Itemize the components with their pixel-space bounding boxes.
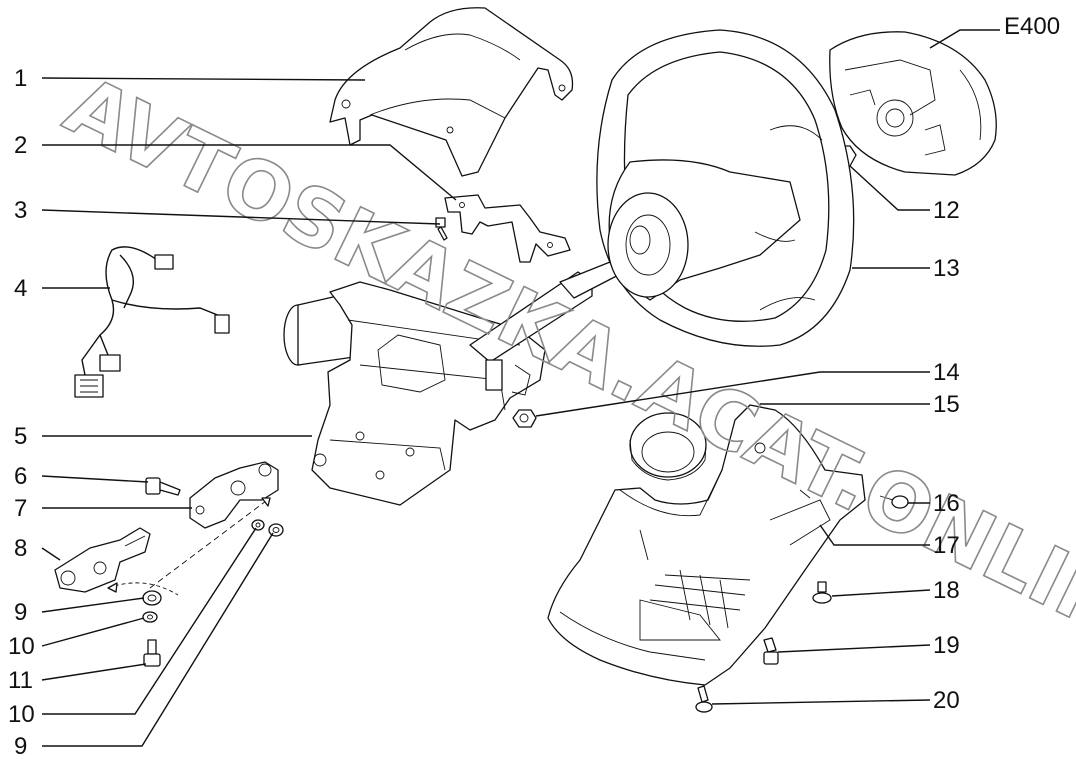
callout-2: 2 — [14, 132, 27, 159]
diagram-code-e400: E400 — [1004, 13, 1060, 40]
callout-3: 3 — [14, 197, 27, 224]
intermediate-shaft — [54, 527, 151, 593]
callout-12: 12 — [933, 197, 960, 224]
wiring-harness — [74, 246, 230, 398]
mounting-bracket — [444, 194, 571, 263]
callout-5: 5 — [14, 423, 27, 450]
screw-16 — [879, 495, 909, 509]
washer-10a — [142, 611, 158, 623]
callout-16: 16 — [933, 490, 960, 517]
callout-4: 4 — [14, 275, 27, 302]
lower-column-shroud — [547, 404, 866, 686]
nut-14 — [512, 409, 537, 428]
callout-6: 6 — [14, 463, 27, 490]
airbag-module — [829, 31, 997, 176]
clip-18 — [812, 581, 832, 604]
contact-ring — [629, 412, 707, 481]
callout-9b: 9 — [14, 733, 27, 759]
callout-14: 14 — [933, 359, 960, 386]
steering-wheel — [596, 29, 855, 347]
bolt-3 — [435, 217, 448, 241]
callout-17: 17 — [933, 532, 960, 559]
callout-18: 18 — [933, 577, 960, 604]
bolt-11 — [143, 639, 161, 667]
callout-10b: 10 — [8, 701, 35, 728]
callout-labels: 1 2 3 4 5 6 7 8 9 10 11 10 9 E400 12 13 … — [8, 13, 1060, 759]
washer-10b — [251, 519, 265, 531]
callout-11: 11 — [8, 667, 33, 694]
nut-9b — [268, 523, 284, 537]
callout-1: 1 — [14, 65, 27, 92]
callout-7: 7 — [14, 495, 27, 522]
universal-joint — [189, 461, 279, 529]
callout-20: 20 — [933, 687, 960, 714]
steering-column — [283, 251, 637, 506]
callout-15: 15 — [933, 391, 960, 418]
screw-20 — [695, 685, 713, 713]
leader-lines — [41, 29, 1000, 747]
callout-8: 8 — [14, 535, 27, 562]
callout-9a: 9 — [14, 599, 27, 626]
callout-10a: 10 — [8, 633, 35, 660]
nut-9a — [142, 590, 162, 606]
callout-13: 13 — [933, 255, 960, 282]
upper-column-shroud — [329, 7, 574, 177]
callout-19: 19 — [933, 632, 960, 659]
bolt-6 — [145, 477, 181, 496]
assembly-arrows — [107, 497, 271, 596]
bolt-19 — [763, 637, 779, 665]
